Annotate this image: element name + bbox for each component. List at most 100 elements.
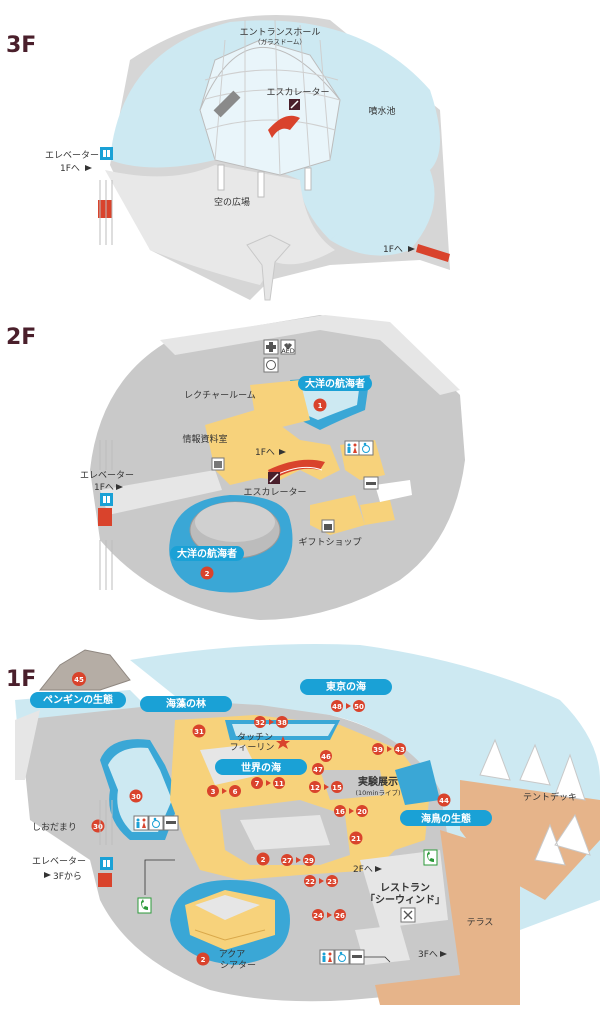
svg-text:24: 24 bbox=[313, 912, 323, 920]
svg-text:31: 31 bbox=[194, 728, 204, 736]
svg-text:6: 6 bbox=[233, 788, 238, 796]
svg-text:29: 29 bbox=[304, 857, 314, 865]
restroom-icon bbox=[133, 815, 149, 831]
touch-label-2: フィーリン bbox=[230, 743, 275, 753]
zone-world-sea[interactable]: 世界の海 bbox=[215, 759, 307, 775]
restroom-icon bbox=[344, 440, 360, 456]
svg-text:45: 45 bbox=[74, 676, 84, 684]
svg-text:50: 50 bbox=[354, 703, 364, 711]
badge-2f-2[interactable]: 2 bbox=[200, 566, 214, 580]
phone-icon bbox=[137, 897, 152, 914]
badge-1f-46[interactable]: 46 bbox=[320, 750, 332, 762]
badge-range-7-11[interactable]: 7 11 bbox=[251, 777, 285, 789]
tent-deck-label: テントデッキ bbox=[523, 791, 577, 803]
elevator-1f-shaft bbox=[98, 873, 112, 887]
svg-text:3: 3 bbox=[211, 788, 216, 796]
badge-1f-2[interactable]: 2 bbox=[256, 852, 270, 866]
badge-aqua-2[interactable]: 2 bbox=[196, 952, 210, 966]
gift-shop-label: ギフトショップ bbox=[298, 537, 361, 548]
floor-1f: 1F bbox=[6, 644, 600, 1005]
badge-1f-45[interactable]: 45 bbox=[72, 672, 86, 686]
badge-range-39-43[interactable]: 39 43 bbox=[372, 743, 406, 755]
svg-text:30: 30 bbox=[131, 793, 141, 801]
floor2-escalator-shape bbox=[268, 459, 325, 480]
elevator-2f-shaft bbox=[98, 508, 112, 526]
escalator-icon bbox=[268, 472, 280, 484]
svg-text:39: 39 bbox=[373, 746, 383, 754]
touch-star-icon bbox=[276, 736, 290, 749]
aqua-theater-label-2: シアター bbox=[220, 960, 256, 971]
zone-ocean-navigator-top[interactable]: 大洋の航海者 bbox=[298, 376, 372, 391]
sky-plaza-label: 空の広場 bbox=[214, 196, 250, 208]
elevator-icon[interactable] bbox=[100, 147, 113, 160]
accessible-icon bbox=[148, 815, 164, 831]
svg-text:23: 23 bbox=[327, 878, 337, 886]
elevator-3f-label: エレベーター bbox=[45, 150, 99, 161]
badge-range-22-23[interactable]: 22 23 bbox=[304, 875, 338, 887]
entrance-hall-label: エントランスホール bbox=[240, 27, 321, 38]
lecture-room-label: レクチャールーム bbox=[184, 390, 256, 401]
floor1-to-3f-label: 3Fへ bbox=[418, 950, 438, 960]
zone-kelp[interactable]: 海藻の林 bbox=[140, 696, 232, 712]
info-icon bbox=[263, 357, 279, 373]
zone-tokyo-sea[interactable]: 東京の海 bbox=[300, 679, 392, 695]
floor2-yellow-lecture bbox=[250, 380, 310, 430]
badge-range-24-26[interactable]: 24 26 bbox=[312, 909, 346, 921]
restroom-icon bbox=[319, 949, 335, 965]
zone-penguin[interactable]: ペンギンの生態 bbox=[30, 692, 126, 708]
elevator-icon[interactable] bbox=[100, 493, 113, 506]
escalator-icon bbox=[289, 99, 300, 110]
svg-text:大洋の航海者: 大洋の航海者 bbox=[177, 547, 237, 560]
floor3-escalator-shape bbox=[268, 115, 300, 138]
badge-1f-44[interactable]: 44 bbox=[437, 793, 451, 807]
svg-text:世界の海: 世界の海 bbox=[241, 761, 281, 774]
badge-1f-47[interactable]: 47 bbox=[312, 763, 324, 775]
experiment-sub-label: (10minライブ) bbox=[355, 788, 400, 797]
badge-range-3-6[interactable]: 3 6 bbox=[207, 785, 241, 797]
svg-text:AED: AED bbox=[281, 347, 295, 355]
badge-range-12-15[interactable]: 12 15 bbox=[309, 781, 343, 793]
floor-label-1f: 1F bbox=[6, 667, 36, 692]
floor1-to-2f-label: 2Fへ bbox=[353, 865, 373, 875]
floor2-to-1f-label: 1Fへ bbox=[255, 448, 275, 458]
badge-1f-30-pool[interactable]: 30 bbox=[129, 789, 143, 803]
zone-ocean-navigator-bottom[interactable]: 大洋の航海者 bbox=[170, 546, 244, 561]
svg-text:7: 7 bbox=[255, 780, 260, 788]
terrace-label: テラス bbox=[467, 917, 494, 928]
glass-dome bbox=[199, 19, 341, 198]
baby-care-icon bbox=[163, 815, 179, 831]
zone-seabird[interactable]: 海鳥の生態 bbox=[400, 810, 492, 826]
svg-text:47: 47 bbox=[313, 766, 323, 774]
badge-range-48-50[interactable]: 48 50 bbox=[331, 700, 365, 712]
escalator-2f-label: エスカレーター bbox=[243, 487, 306, 498]
svg-text:2: 2 bbox=[261, 856, 266, 864]
badge-range-16-20[interactable]: 16 20 bbox=[334, 805, 368, 817]
accessible-icon bbox=[334, 949, 350, 965]
coin-locker-icon bbox=[211, 457, 225, 471]
svg-text:15: 15 bbox=[332, 784, 342, 792]
floor1-outer-walkway bbox=[15, 710, 40, 780]
svg-text:22: 22 bbox=[305, 878, 315, 886]
restaurant-area bbox=[360, 850, 448, 928]
svg-text:16: 16 bbox=[335, 808, 345, 816]
stairs-3f-shape bbox=[416, 244, 450, 262]
badge-2f-1[interactable]: 1 bbox=[313, 398, 327, 412]
badge-tidepool-30[interactable]: 30 bbox=[91, 819, 105, 833]
floor2-water-top-inner bbox=[296, 382, 360, 420]
badge-1f-31[interactable]: 31 bbox=[192, 724, 206, 738]
badge-range-27-29[interactable]: 27 29 bbox=[281, 854, 315, 866]
badge-1f-21[interactable]: 21 bbox=[349, 831, 363, 845]
svg-text:38: 38 bbox=[277, 719, 287, 727]
badge-range-32-38[interactable]: 32 38 bbox=[254, 716, 288, 728]
stairs-3f-label: 1Fへ bbox=[383, 245, 403, 255]
first-aid-icon bbox=[263, 339, 279, 355]
elevator-icon[interactable] bbox=[100, 857, 113, 870]
svg-text:1: 1 bbox=[318, 402, 323, 410]
elevator-3f-to-label: 1Fへ bbox=[60, 164, 80, 174]
svg-text:海藻の林: 海藻の林 bbox=[166, 697, 207, 710]
aed-icon: AED bbox=[280, 339, 296, 355]
svg-text:ペンギンの生態: ペンギンの生態 bbox=[43, 693, 113, 706]
svg-text:26: 26 bbox=[335, 912, 345, 920]
svg-text:大洋の航海者: 大洋の航海者 bbox=[305, 377, 365, 390]
